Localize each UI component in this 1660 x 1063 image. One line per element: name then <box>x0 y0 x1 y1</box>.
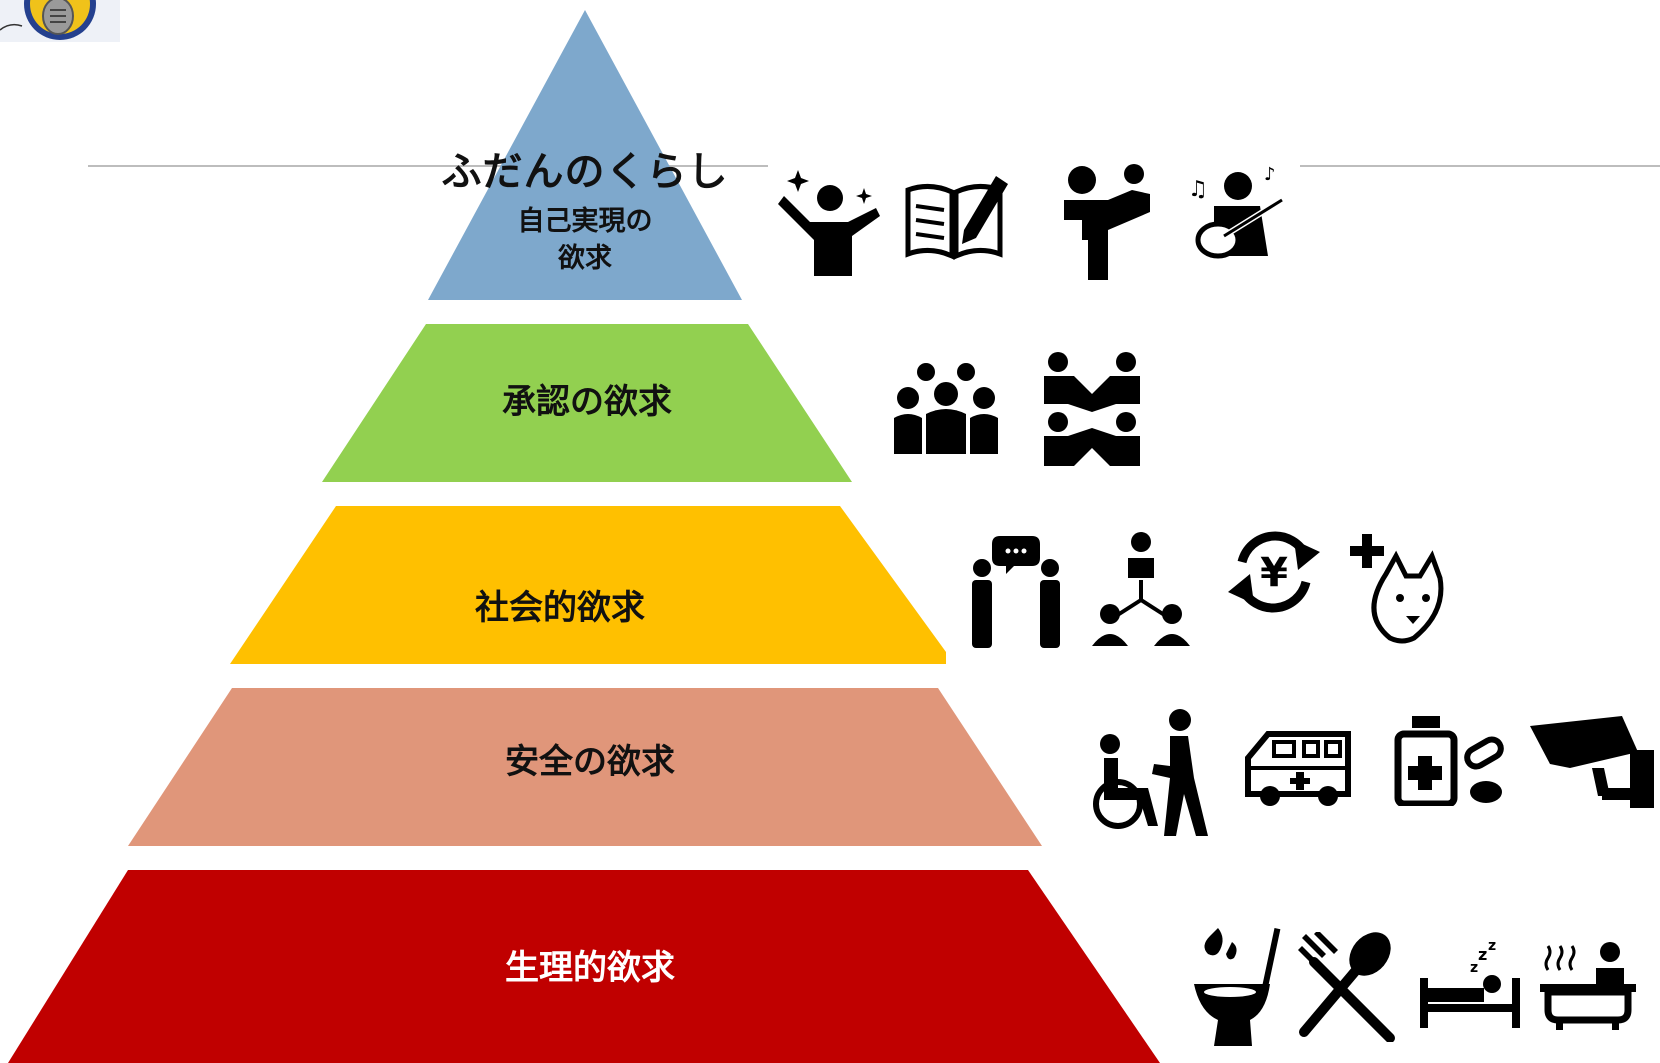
tier-shape <box>128 688 1042 846</box>
medicine-bottle-icon <box>1392 716 1512 806</box>
tier-label: 生理的欲求 <box>505 948 675 988</box>
divider-line-left <box>88 165 768 167</box>
people-talking-icon <box>970 532 1066 648</box>
yen-exchange-icon: ¥ <box>1224 522 1324 622</box>
logo-badge-icon <box>0 0 120 42</box>
tier-shape <box>230 506 946 664</box>
pyramid-tier-social: 社会的欲求 <box>230 506 946 664</box>
svg-text:z: z <box>1478 945 1487 964</box>
pet-care-icon <box>1350 534 1446 644</box>
svg-text:♫: ♫ <box>1188 177 1208 202</box>
pyramid-tier-esteem: 承認の欲求 <box>322 324 852 482</box>
people-connecting-icon <box>1040 350 1144 466</box>
fork-and-spoon-icon <box>1296 932 1396 1042</box>
pyramid-tier-physiological: 生理的欲求 <box>8 870 1160 1063</box>
tier-label: 安全の欲求 <box>505 742 675 782</box>
tier-label-line1: 自己実現の <box>517 206 653 237</box>
divider-line-right <box>1300 165 1660 167</box>
svg-text:¥: ¥ <box>1260 550 1288 596</box>
wheelchair-assist-icon <box>1088 708 1208 836</box>
tier-shape <box>322 324 852 482</box>
network-people-icon <box>1092 530 1190 646</box>
person-pointing-icon <box>1062 160 1152 280</box>
cheering-person-icon <box>778 160 886 276</box>
guitar-player-icon: ♫ ♪ <box>1184 160 1284 270</box>
group-of-people-icon <box>894 362 998 454</box>
book-and-pencil-icon <box>904 170 1010 262</box>
tier-label: 社会的欲求 <box>475 588 645 628</box>
pyramid-tier-safety: 安全の欲求 <box>128 688 1042 846</box>
security-camera-icon <box>1530 716 1654 808</box>
bath-icon <box>1540 938 1636 1030</box>
ambulance-icon <box>1244 728 1354 808</box>
svg-text:z: z <box>1488 938 1496 954</box>
toilet-icon <box>1192 928 1282 1046</box>
pyramid-tier-self-actualization: ふだんのくらし 自己実現の 欲求 <box>428 10 742 300</box>
tier-title: ふだんのくらし <box>441 149 729 195</box>
sleeping-bed-icon: z z z <box>1420 938 1520 1028</box>
tier-shape <box>428 10 742 300</box>
tier-label-line2: 欲求 <box>558 243 612 274</box>
svg-text:♪: ♪ <box>1264 164 1276 185</box>
tier-label: 承認の欲求 <box>502 382 672 422</box>
svg-text:z: z <box>1470 960 1478 976</box>
tier-shape <box>8 870 1160 1063</box>
